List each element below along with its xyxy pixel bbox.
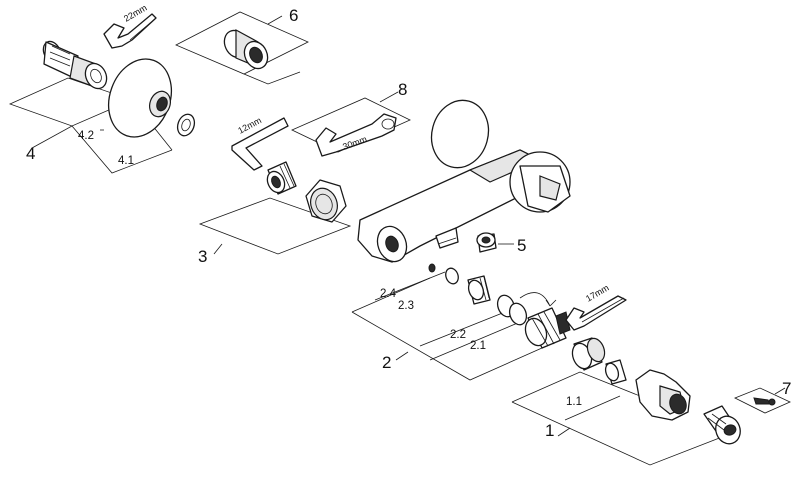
wall-rosette-4-1 (108, 58, 172, 138)
callout-4: 4 (26, 144, 35, 163)
callout-2-4: 2.4 (380, 288, 397, 300)
callout-5: 5 (517, 236, 526, 255)
callout-2-1: 2.1 (470, 340, 486, 352)
callout-1-1: 1.1 (566, 396, 582, 408)
callout-8: 8 (398, 80, 407, 99)
callout-7: 7 (782, 379, 791, 398)
callout-4-2: 4.2 (78, 130, 94, 142)
aerator-5 (476, 232, 497, 253)
hex-key-12mm: 12mm (231, 115, 289, 171)
wrench-22mm: 22mm (103, 3, 157, 49)
cover-sleeve-1 (571, 337, 606, 371)
bracket-3 (198, 197, 352, 255)
adapter-1-1 (604, 359, 627, 385)
spindle-nut-2-2 (467, 275, 491, 305)
adapter-6 (223, 28, 269, 70)
wrench-17-label: 17mm (584, 283, 611, 304)
callout-6: 6 (289, 6, 298, 25)
callout-2-2: 2.2 (450, 329, 466, 341)
nipple-3 (266, 161, 297, 195)
washer-4 (176, 113, 196, 137)
wrench-30mm: 30mm (315, 113, 397, 157)
washer-2-3 (445, 267, 459, 285)
handle-1 (635, 369, 691, 421)
o-ring-2-1 (496, 294, 528, 326)
small-o-ring-2-4 (428, 263, 436, 273)
cartridge-2 (524, 307, 571, 349)
rotation-arrow (519, 292, 557, 307)
bracket-1 (511, 371, 741, 466)
callout-3: 3 (198, 247, 207, 266)
callout-1: 1 (545, 421, 554, 440)
screw-7 (753, 397, 776, 406)
callout-2: 2 (382, 353, 391, 372)
callout-2-3: 2.3 (398, 300, 414, 312)
union-connector-4-2 (42, 40, 108, 90)
mixer-body (357, 99, 571, 263)
bracket-2 (351, 271, 561, 381)
cap-nut-3 (305, 179, 347, 223)
callout-4-1: 4.1 (118, 155, 134, 167)
bracket-6 (175, 11, 309, 85)
bracket-7 (734, 387, 791, 414)
cap-screw-1 (703, 405, 741, 445)
wrench-17mm: 17mm (565, 283, 627, 331)
